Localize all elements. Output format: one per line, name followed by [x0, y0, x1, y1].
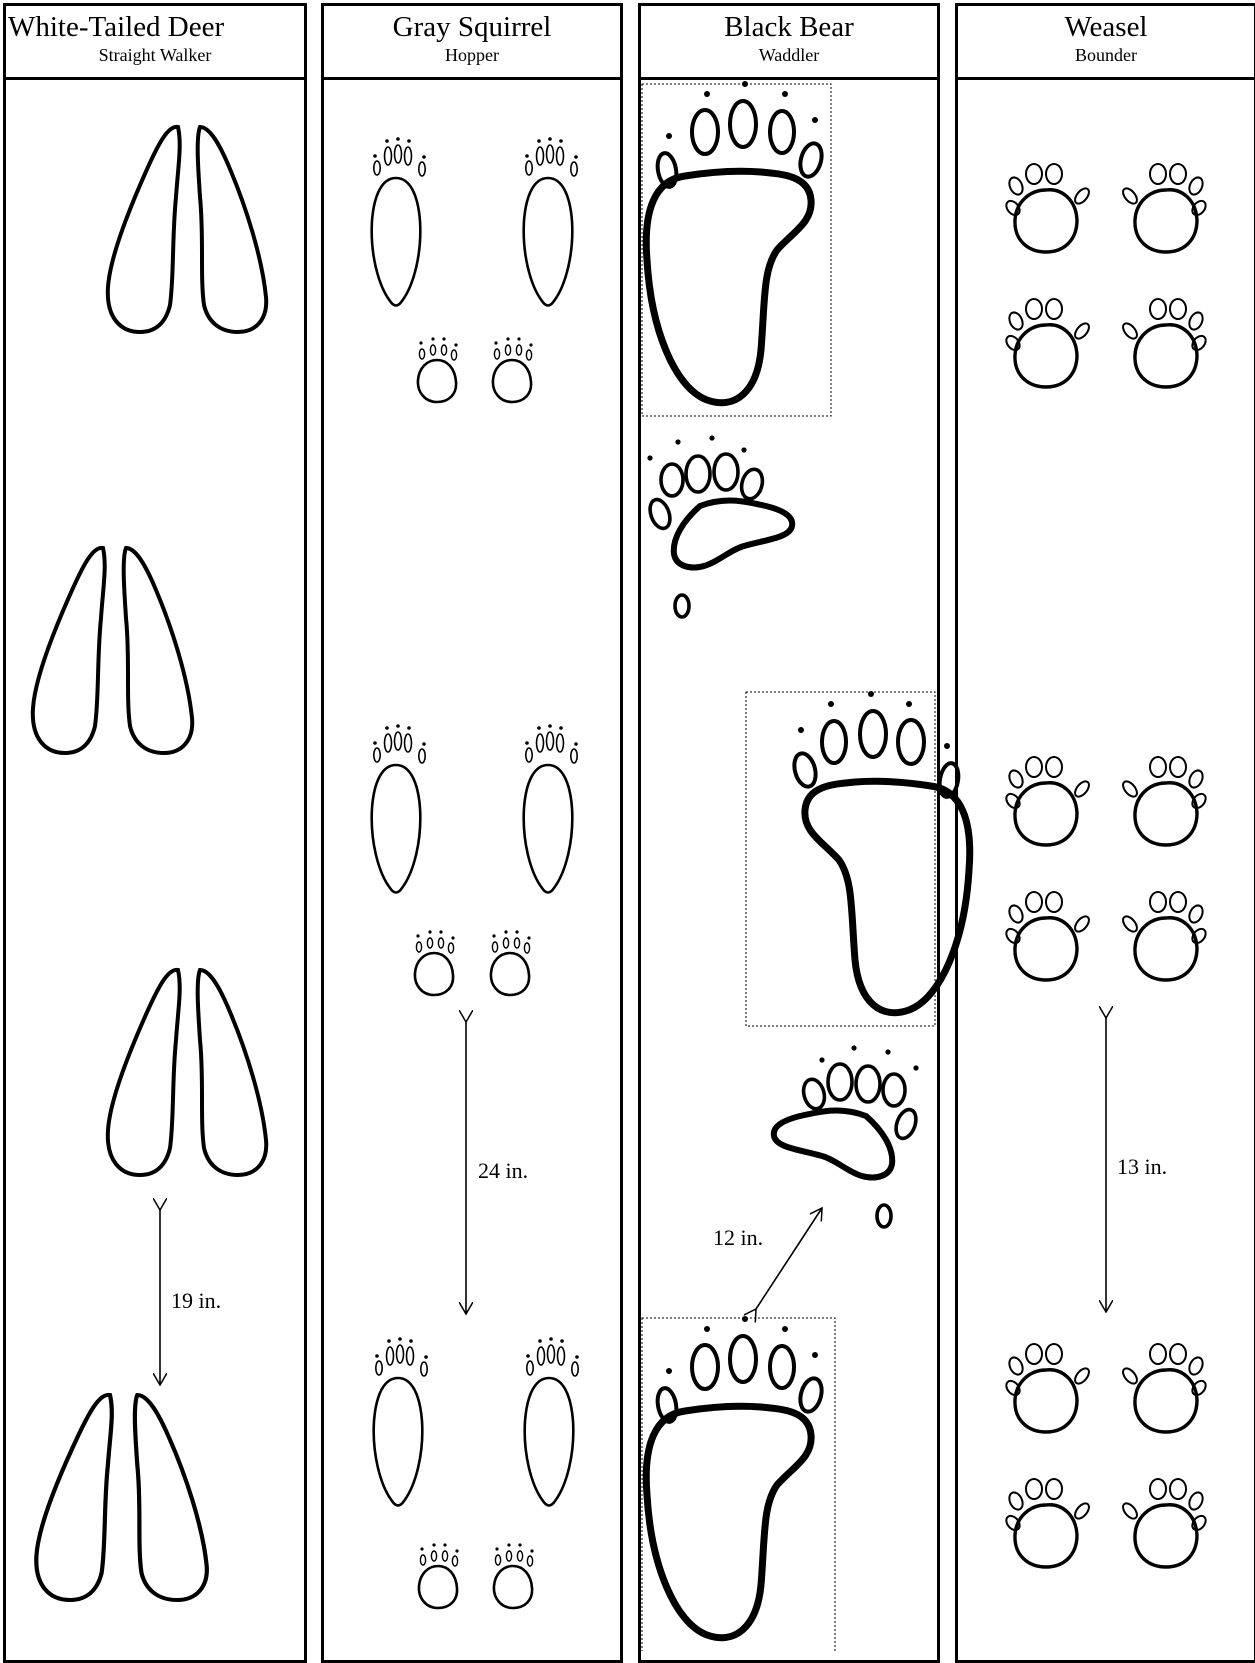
weasel-tracks [1004, 164, 1209, 1567]
bear-measure-arrow [756, 1208, 822, 1309]
weasel-measure-label: 13 in. [1117, 1154, 1167, 1179]
deer-track-2 [33, 548, 192, 753]
squirrel-fore-foot [491, 930, 531, 995]
squirrel-hind-foot [372, 137, 426, 305]
bear-hind-foot [791, 691, 970, 1013]
squirrel-hind-foot [525, 1337, 579, 1505]
bear-fore-foot [646, 435, 792, 617]
weasel-paw-group [1004, 1344, 1209, 1567]
deer-measure-label: 19 in. [171, 1288, 221, 1313]
squirrel-fore-foot [493, 337, 533, 402]
squirrel-hind-foot [372, 724, 426, 892]
deer-track-1 [108, 127, 266, 332]
squirrel-fore-foot [415, 930, 455, 995]
weasel-paw-group [1004, 164, 1209, 387]
squirrel-tracks [372, 137, 579, 1608]
squirrel-fore-foot [419, 1543, 459, 1608]
weasel-paw-group [1004, 757, 1209, 980]
bear-hind-foot [646, 81, 825, 403]
bear-measure-label: 12 in. [713, 1225, 763, 1250]
squirrel-fore-foot [418, 337, 458, 402]
deer-tracks [33, 127, 266, 1600]
squirrel-hind-foot [524, 724, 578, 892]
squirrel-fore-foot [494, 1543, 534, 1608]
squirrel-hind-foot [524, 137, 578, 305]
bear-hind-foot [646, 1316, 825, 1638]
deer-track-4 [36, 1395, 207, 1600]
squirrel-measure-label: 24 in. [478, 1158, 528, 1183]
deer-track-3 [108, 970, 266, 1175]
squirrel-hind-foot [374, 1337, 428, 1505]
bear-tracks [642, 81, 970, 1651]
bear-fore-foot [774, 1045, 920, 1227]
